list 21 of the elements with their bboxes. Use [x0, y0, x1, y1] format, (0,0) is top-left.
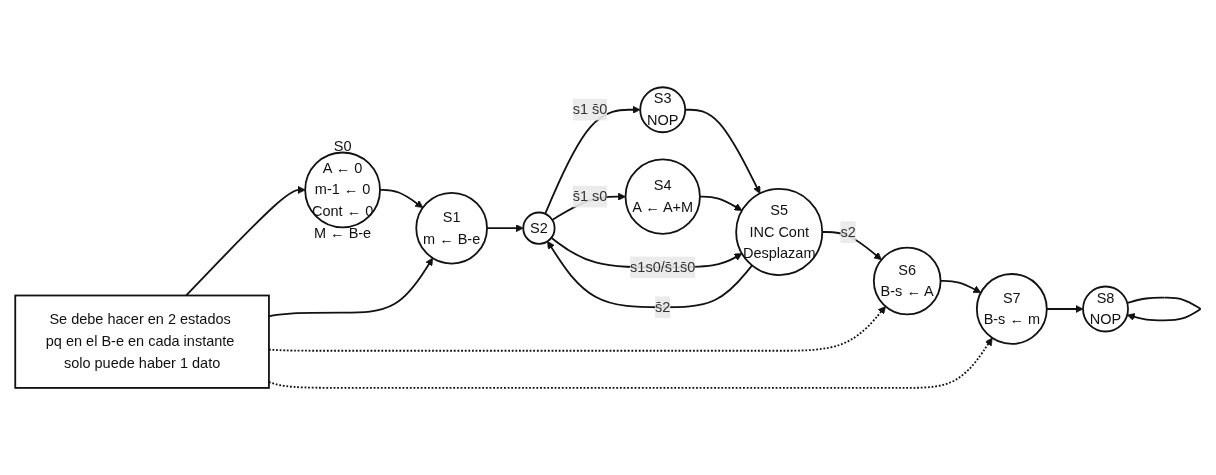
edge-label: s2 — [840, 223, 856, 240]
node-circle: S4 A ← A+M — [624, 158, 701, 235]
node-circle: S5 INC Cont Desplazam — [735, 187, 824, 276]
arrow — [185, 185, 306, 297]
node-circle: S7 B-s ← m — [975, 273, 1048, 345]
node-box: Se debe hacer en 2 estados pq en el B-e en cada instante solo puede haber 1 dato — [14, 294, 270, 389]
node-circle: S3 NOP — [639, 86, 687, 134]
node-circle: S6 B-s ← A — [872, 246, 942, 316]
arrow — [699, 195, 743, 211]
edge-label: s̄2 — [655, 299, 671, 315]
edge-label: s̄1 s0 — [572, 188, 608, 204]
node-label: S0 — [333, 138, 352, 154]
arrow — [544, 105, 641, 215]
node-circle: S1 m ← B-e — [415, 191, 488, 265]
edge-label: s1 s̄0 — [572, 101, 608, 117]
node-circle: S2 — [522, 211, 556, 245]
node-circle: S8 NOP — [1082, 285, 1129, 333]
arrow — [268, 257, 434, 318]
edge-label: s1s0/s̄1s̄0 — [630, 259, 696, 275]
arrow — [1126, 296, 1202, 322]
arrow — [547, 240, 753, 309]
